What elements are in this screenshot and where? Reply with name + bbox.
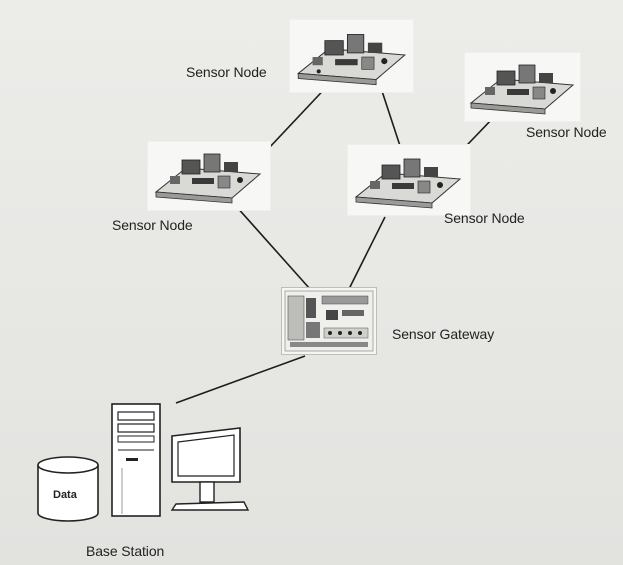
sensor-node-right-image xyxy=(465,53,580,121)
sensor-node-top-label: Sensor Node xyxy=(186,64,267,80)
sensor-node-left-image xyxy=(148,142,270,210)
sensor-node-middle-label: Sensor Node xyxy=(444,210,525,226)
monitor-icon xyxy=(172,428,248,510)
link-gateway-base xyxy=(176,356,305,403)
link-middle-gateway xyxy=(349,217,385,289)
base-station-label: Base Station xyxy=(86,543,164,559)
base-station-group: Data xyxy=(30,398,260,528)
database-icon: Data xyxy=(38,457,98,521)
database-label: Data xyxy=(53,489,78,501)
sensor-node-right-label: Sensor Node xyxy=(526,124,607,140)
sensor-node-left-label: Sensor Node xyxy=(112,217,193,233)
sensor-gateway-label: Sensor Gateway xyxy=(392,326,494,342)
sensor-gateway-image xyxy=(281,287,377,355)
sensor-node-top-image xyxy=(290,20,413,92)
computer-tower-icon xyxy=(112,404,160,516)
sensor-node-middle-image xyxy=(348,145,470,215)
